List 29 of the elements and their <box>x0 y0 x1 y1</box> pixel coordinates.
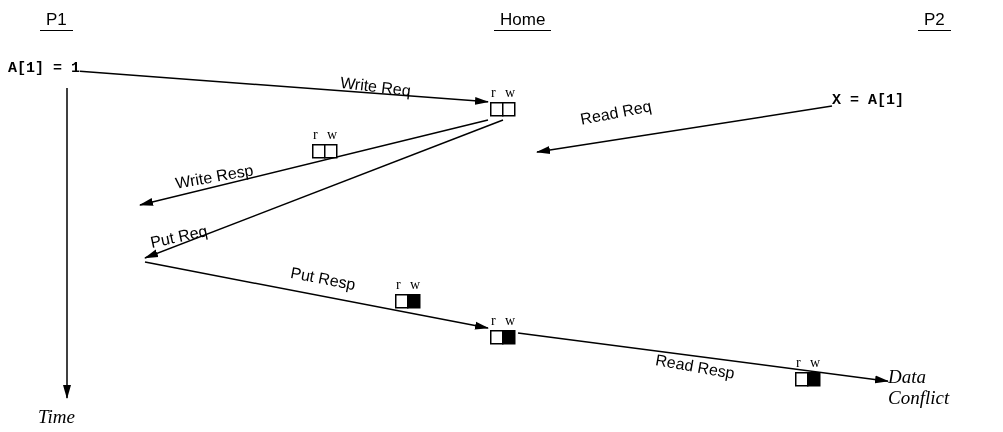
bit-label: r <box>491 314 496 328</box>
message-arrow <box>139 119 489 206</box>
code-statement: X = A[1] <box>832 92 904 109</box>
column-heading: Home <box>494 10 552 31</box>
code-statement: A[1] = 1 <box>8 60 80 77</box>
bit-label: r <box>491 86 496 100</box>
bit-label: w <box>505 314 516 328</box>
bit-label: w <box>410 278 421 292</box>
message-arrow <box>536 105 833 154</box>
outcome-label: Data Conflict <box>888 366 978 408</box>
bit-label: r <box>396 278 401 292</box>
axis-label: Time <box>38 406 75 427</box>
bit-label: w <box>505 86 516 100</box>
edge-label: Put Resp <box>288 263 357 295</box>
edge-label: Read Req <box>578 97 654 129</box>
column-heading: P1 <box>40 10 73 31</box>
message-arrow <box>517 332 889 384</box>
bit-label: w <box>327 128 338 142</box>
edge-label: Put Req <box>148 222 210 252</box>
edge-label: Write Req <box>339 73 412 101</box>
edge-label: Write Resp <box>174 161 255 193</box>
edge-label: Read Resp <box>654 351 736 383</box>
column-heading: P2 <box>918 10 951 31</box>
message-arrow <box>79 70 489 105</box>
bit-label: w <box>810 356 821 370</box>
message-arrow <box>144 261 489 330</box>
message-arrow <box>144 119 504 259</box>
bit-label: r <box>796 356 801 370</box>
bit-label: r <box>313 128 318 142</box>
